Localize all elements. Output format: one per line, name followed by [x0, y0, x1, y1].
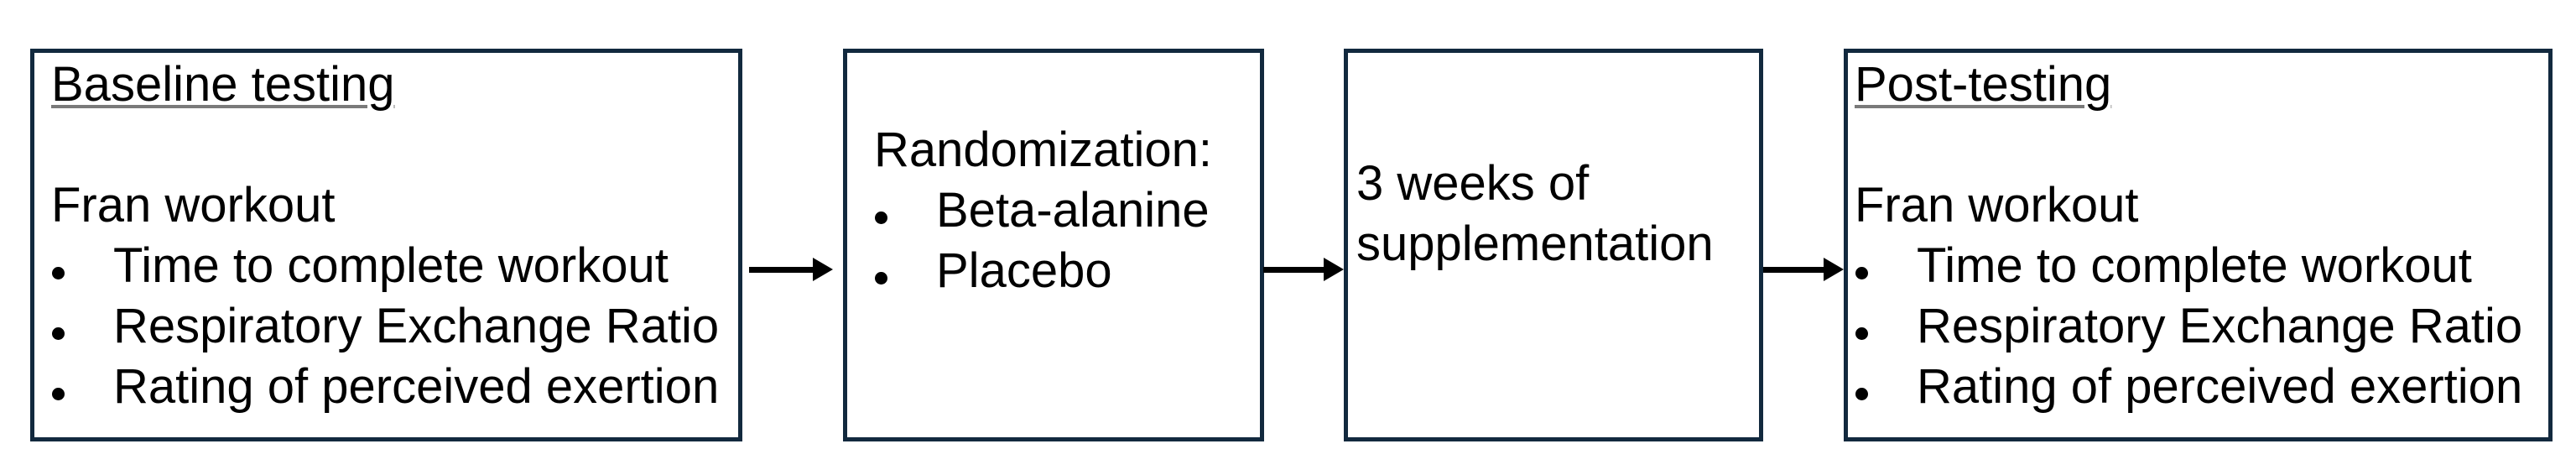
- bullet-item-time: Time to complete workout: [1855, 236, 2542, 296]
- bullet-item-rpe: Rating of perceived exertion: [51, 357, 731, 417]
- bullet-item-beta-alanine: Beta-alanine: [874, 180, 1253, 241]
- stage-box-supplementation: 3 weeks of supplementation: [1344, 49, 1763, 441]
- post-measures-list: Time to complete workout Respiratory Exc…: [1855, 236, 2542, 417]
- box-subheading-fran-workout: Fran workout: [1855, 178, 2139, 232]
- blank-line: [1855, 115, 2542, 175]
- bullet-item-rpe: Rating of perceived exertion: [1855, 357, 2542, 417]
- box-heading-post-testing: Post-testing: [1855, 57, 2112, 112]
- box-subheading-fran-workout: Fran workout: [51, 178, 336, 232]
- stage-box-randomization: Randomization: Beta-alanine Placebo: [843, 49, 1264, 441]
- blank-line: [51, 115, 731, 175]
- box-heading-baseline: Baseline testing: [51, 57, 395, 112]
- box-text-supplementation: 3 weeks of supplementation: [1356, 156, 1714, 271]
- bullet-item-time: Time to complete workout: [51, 236, 731, 296]
- bullet-item-rer: Respiratory Exchange Ratio: [51, 296, 731, 357]
- box-heading-randomization: Randomization:: [874, 123, 1212, 177]
- bullet-item-rer: Respiratory Exchange Ratio: [1855, 296, 2542, 357]
- stage-box-baseline-testing: Baseline testing Fran workout Time to co…: [30, 49, 742, 441]
- bullet-item-placebo: Placebo: [874, 241, 1253, 301]
- flow-arrow-3-icon: [1763, 258, 1844, 281]
- randomization-groups-list: Beta-alanine Placebo: [874, 180, 1253, 301]
- flow-arrow-2-icon: [1263, 258, 1344, 281]
- baseline-measures-list: Time to complete workout Respiratory Exc…: [51, 236, 731, 417]
- stage-box-post-testing: Post-testing Fran workout Time to comple…: [1844, 49, 2553, 441]
- flow-arrow-1-icon: [749, 258, 833, 281]
